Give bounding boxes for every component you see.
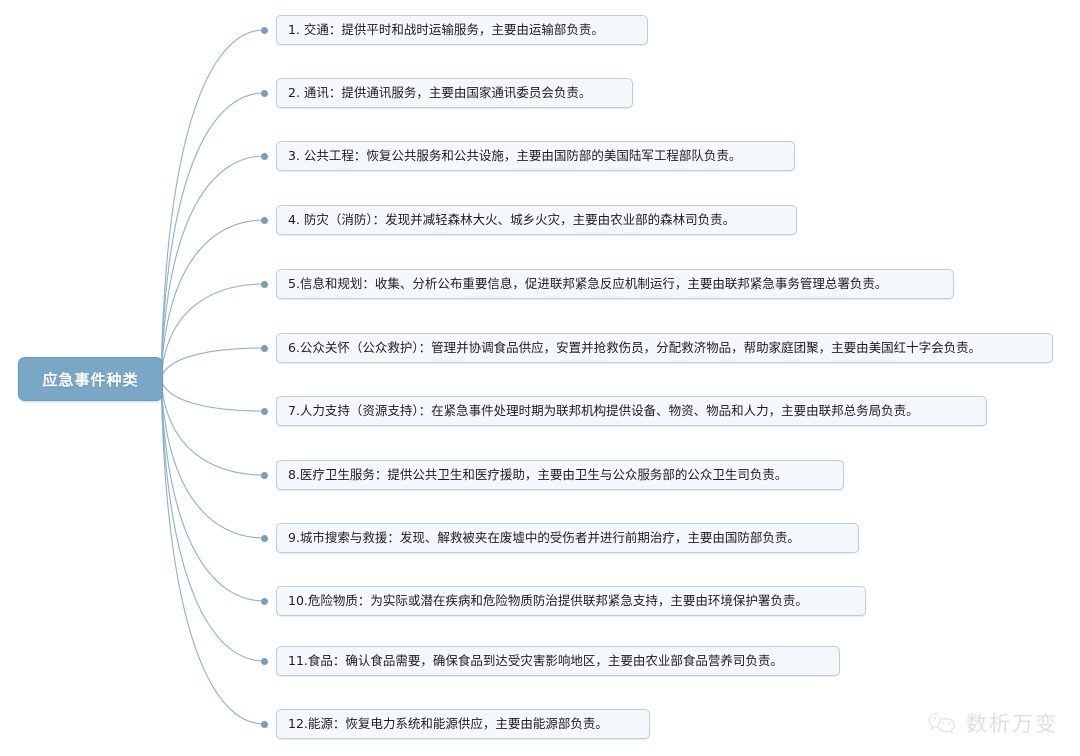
topic-node-6[interactable]: 6.公众关怀（公众救护）：管理并协调食品供应，安置并抢救伤员，分配救济物品，帮助… (276, 333, 1053, 363)
connector-dot-10 (260, 597, 268, 605)
watermark: 数析万变 (927, 708, 1058, 738)
topic-node-2[interactable]: 2. 通讯：提供通讯服务，主要由国家通讯委员会负责。 (276, 78, 633, 108)
topic-node-1[interactable]: 1. 交通：提供平时和战时运输服务，主要由运输部负责。 (276, 15, 648, 45)
topic-node-label: 3. 公共工程：恢复公共服务和公共设施，主要由国防部的美国陆军工程部队负责。 (288, 147, 742, 163)
connector-dot-1 (260, 26, 268, 34)
connector-dot-8 (260, 471, 268, 479)
wechat-icon (927, 710, 957, 736)
topic-node-5[interactable]: 5.信息和规划：收集、分析公布重要信息，促进联邦紧急反应机制运行，主要由联邦紧急… (276, 269, 954, 299)
topic-node-4[interactable]: 4. 防灾（消防）：发现并减轻森林大火、城乡火灾，主要由农业部的森林司负责。 (276, 205, 797, 235)
topic-node-8[interactable]: 8.医疗卫生服务：提供公共卫生和医疗援助，主要由卫生与公众服务部的公众卫生司负责… (276, 460, 844, 490)
topic-node-label: 7.人力支持（资源支持）：在紧急事件处理时期为联邦机构提供设备、物资、物品和人力… (288, 402, 919, 418)
watermark-text: 数析万变 (966, 712, 1058, 736)
topic-node-label: 2. 通讯：提供通讯服务，主要由国家通讯委员会负责。 (288, 84, 592, 100)
topic-node-label: 11.食品：确认食品需要，确保食品到达受灾害影响地区，主要由农业部食品营养司负责… (288, 652, 783, 668)
topic-node-label: 9.城市搜索与救援：发现、解救被夹在废墟中的受伤者并进行前期治疗，主要由国防部负… (288, 529, 800, 545)
topic-node-12[interactable]: 12.能源：恢复电力系统和能源供应，主要由能源部负责。 (276, 709, 650, 739)
topic-node-3[interactable]: 3. 公共工程：恢复公共服务和公共设施，主要由国防部的美国陆军工程部队负责。 (276, 141, 795, 171)
connector-dot-9 (260, 534, 268, 542)
topic-node-label: 4. 防灾（消防）：发现并减轻森林大火、城乡火灾，主要由农业部的森林司负责。 (288, 211, 736, 227)
root-node[interactable]: 应急事件种类 (18, 357, 163, 401)
topic-node-label: 6.公众关怀（公众救护）：管理并协调食品供应，安置并抢救伤员，分配救济物品，帮助… (288, 339, 982, 355)
connector-dot-7 (260, 407, 268, 415)
topic-node-label: 1. 交通：提供平时和战时运输服务，主要由运输部负责。 (288, 21, 604, 37)
topic-node-label: 5.信息和规划：收集、分析公布重要信息，促进联邦紧急反应机制运行，主要由联邦紧急… (288, 275, 888, 291)
connector-dot-3 (260, 152, 268, 160)
connector-dot-12 (260, 720, 268, 728)
connector-dot-5 (260, 280, 268, 288)
topic-node-7[interactable]: 7.人力支持（资源支持）：在紧急事件处理时期为联邦机构提供设备、物资、物品和人力… (276, 396, 987, 426)
topic-node-label: 8.医疗卫生服务：提供公共卫生和医疗援助，主要由卫生与公众服务部的公众卫生司负责… (288, 466, 788, 482)
topic-node-9[interactable]: 9.城市搜索与救援：发现、解救被夹在废墟中的受伤者并进行前期治疗，主要由国防部负… (276, 523, 859, 553)
topic-node-11[interactable]: 11.食品：确认食品需要，确保食品到达受灾害影响地区，主要由农业部食品营养司负责… (276, 646, 840, 676)
connector-dot-2 (260, 89, 268, 97)
connector-dot-11 (260, 657, 268, 665)
connector-dot-6 (260, 344, 268, 352)
topic-node-label: 10.危险物质：为实际或潜在疾病和危险物质防治提供联邦紧急支持，主要由环境保护署… (288, 592, 808, 608)
connector-dot-4 (260, 216, 268, 224)
topic-node-label: 12.能源：恢复电力系统和能源供应，主要由能源部负责。 (288, 715, 608, 731)
topic-node-10[interactable]: 10.危险物质：为实际或潜在疾病和危险物质防治提供联邦紧急支持，主要由环境保护署… (276, 586, 866, 616)
